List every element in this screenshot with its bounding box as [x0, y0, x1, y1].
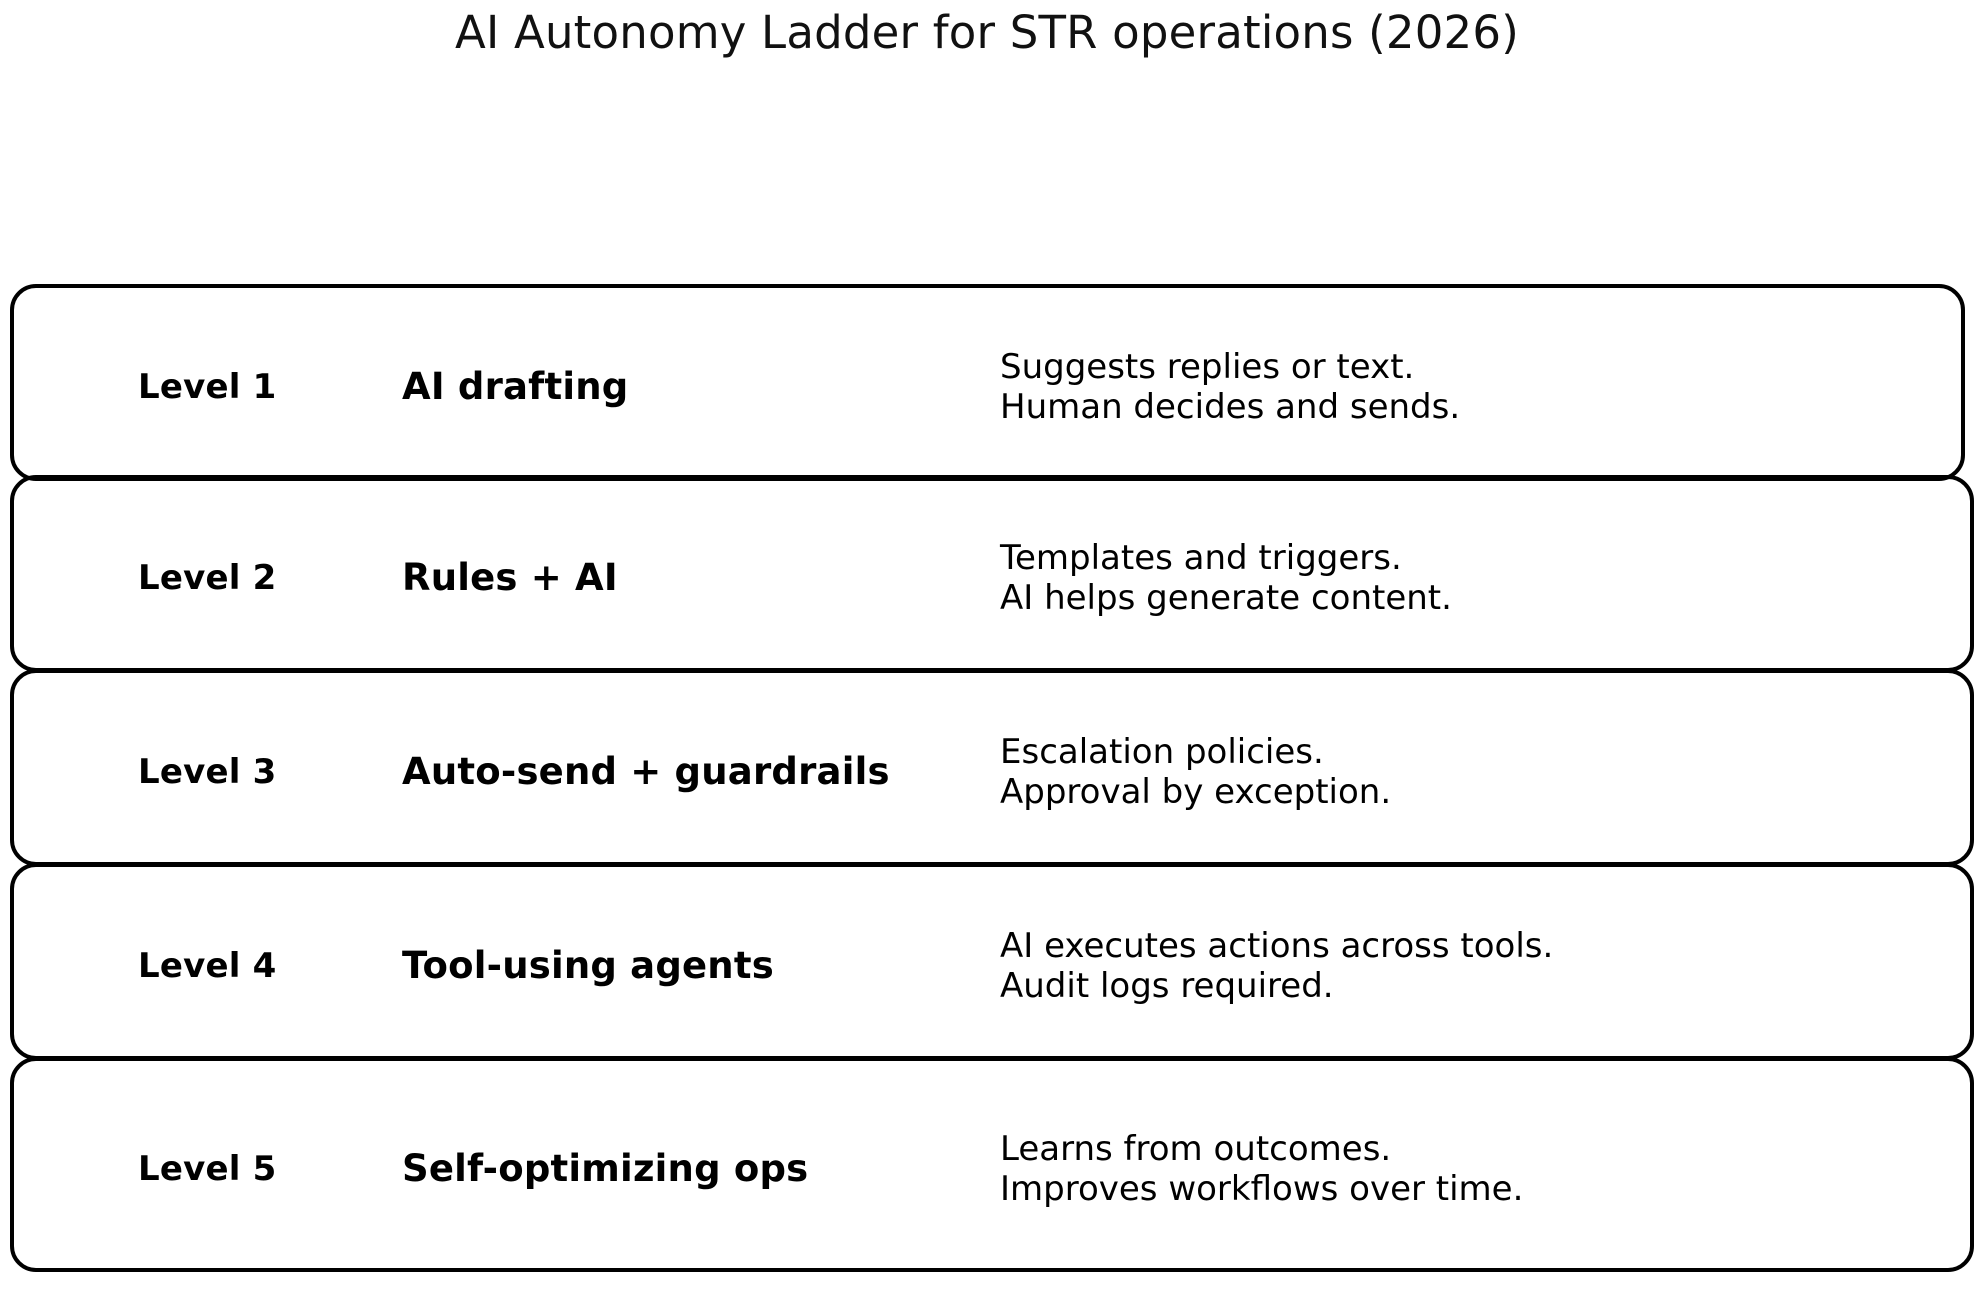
level-name-3: Auto-send + guardrails — [402, 750, 890, 793]
ladder-row-level-3[interactable]: Level 3 Auto-send + guardrails Escalatio… — [10, 669, 1974, 866]
level-label-3: Level 3 — [138, 752, 277, 792]
level-name-2: Rules + AI — [402, 556, 618, 599]
ladder-row-level-2[interactable]: Level 2 Rules + AI Templates and trigger… — [10, 475, 1974, 672]
level-label-5: Level 5 — [138, 1149, 277, 1189]
ladder-row-level-5[interactable]: Level 5 Self-optimizing ops Learns from … — [10, 1057, 1974, 1272]
level-label-4: Level 4 — [138, 946, 277, 986]
level-name-5: Self-optimizing ops — [402, 1147, 809, 1190]
level-description-2: Templates and triggers. AI helps generat… — [1000, 538, 1452, 618]
level-description-5: Learns from outcomes. Improves workflows… — [1000, 1129, 1524, 1209]
level-name-1: AI drafting — [402, 365, 629, 408]
ladder-row-level-4[interactable]: Level 4 Tool-using agents AI executes ac… — [10, 863, 1974, 1060]
level-label-2: Level 2 — [138, 558, 277, 598]
level-description-1: Suggests replies or text. Human decides … — [1000, 347, 1461, 427]
level-description-3: Escalation policies. Approval by excepti… — [1000, 732, 1392, 812]
ladder-row-level-1[interactable]: Level 1 AI drafting Suggests replies or … — [10, 284, 1965, 481]
level-label-1: Level 1 — [138, 367, 277, 407]
page-title: AI Autonomy Ladder for STR operations (2… — [455, 6, 1519, 59]
level-name-4: Tool-using agents — [402, 944, 774, 987]
level-description-4: AI executes actions across tools. Audit … — [1000, 926, 1554, 1006]
